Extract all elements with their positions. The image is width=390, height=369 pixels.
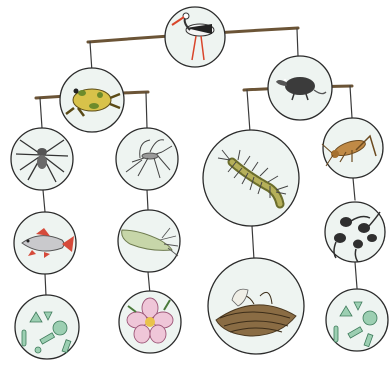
node-circle-algae-left (15, 295, 79, 359)
node-circles (11, 7, 388, 359)
node-circle-stork (165, 7, 225, 67)
string (43, 190, 45, 212)
string (355, 262, 357, 288)
string (353, 178, 355, 200)
string (40, 98, 42, 128)
string (247, 90, 250, 132)
string (45, 274, 46, 296)
string (147, 190, 148, 210)
string (297, 29, 298, 56)
string (252, 226, 254, 260)
string (350, 86, 352, 118)
string (146, 93, 147, 128)
